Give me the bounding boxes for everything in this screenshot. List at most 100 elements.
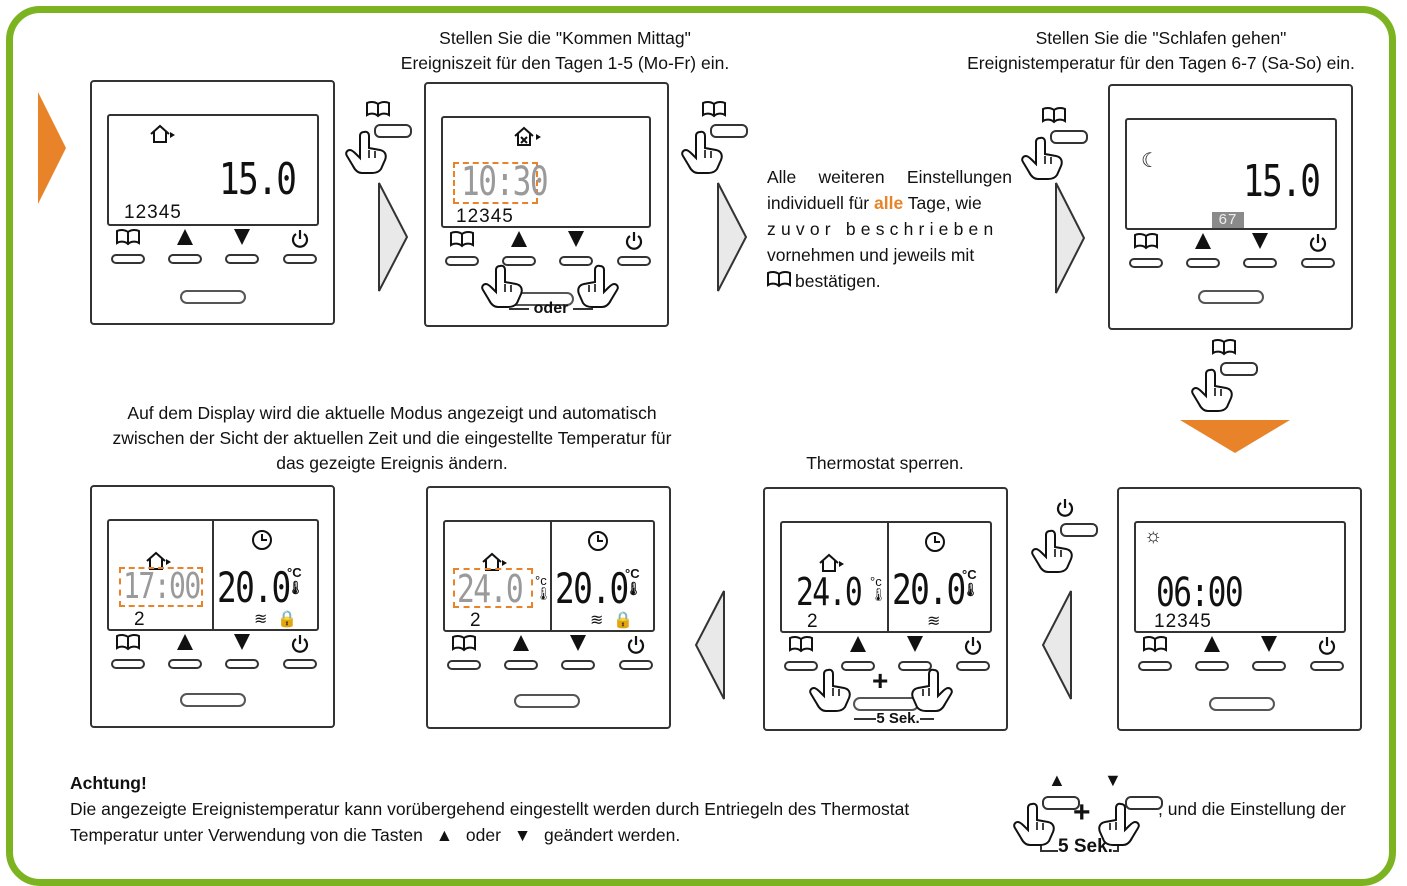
thermostat-1: 15.0 12345 xyxy=(90,80,335,325)
day-numbers: 2 xyxy=(134,609,146,630)
down-button[interactable] xyxy=(225,254,259,264)
note-line-2a: Temperatur unter Verwendung von die Tast… xyxy=(70,825,423,845)
start-arrow xyxy=(38,92,66,204)
book-icon xyxy=(449,634,479,656)
front-slot xyxy=(1198,290,1264,304)
note-line-1-end: , und die Einstellung der xyxy=(1158,799,1346,819)
home-arrive-icon xyxy=(818,553,844,578)
down-button[interactable] xyxy=(559,256,593,266)
caption-thermostat-sperren: Thermostat sperren. xyxy=(806,453,964,473)
clock-icon xyxy=(251,529,273,556)
menu-button[interactable] xyxy=(784,661,818,671)
lcd-4: ☼ 06:00 12345 xyxy=(1134,521,1346,633)
lock-icon: 🔒 xyxy=(277,611,297,628)
book-icon xyxy=(113,633,143,655)
arrow-right-2 xyxy=(717,182,748,292)
up-button[interactable] xyxy=(168,659,202,669)
power-button[interactable] xyxy=(1301,258,1335,268)
down-arrow-icon: ▼ xyxy=(513,825,532,845)
menu-button[interactable] xyxy=(1129,258,1163,268)
heat-icon: ≋ xyxy=(590,612,604,629)
thermostat-2: 10:30 12345 oder xyxy=(424,82,669,327)
power-button[interactable] xyxy=(283,659,317,669)
unit-icon: °C🌡 xyxy=(625,566,642,596)
lcd-3: ☾ 15.0 67 xyxy=(1125,118,1337,230)
up-button[interactable] xyxy=(841,661,875,671)
up-button[interactable] xyxy=(504,660,538,670)
day-numbers: 2 xyxy=(807,611,819,632)
down-arrow-icon xyxy=(561,230,591,252)
five-sec-label: 5 Sek. xyxy=(839,711,949,727)
menu-button[interactable] xyxy=(111,659,145,669)
up-arrow-icon xyxy=(506,634,536,656)
time-value: 06:00 xyxy=(1156,570,1244,616)
down-button[interactable] xyxy=(898,661,932,671)
power-icon xyxy=(1312,635,1342,657)
power-button[interactable] xyxy=(283,254,317,264)
menu-button[interactable] xyxy=(445,256,479,266)
arrow-right-1 xyxy=(378,182,409,292)
room-temperature: 20.0 xyxy=(217,563,291,612)
power-button[interactable] xyxy=(619,660,653,670)
power-button[interactable] xyxy=(617,256,651,266)
book-icon xyxy=(447,230,477,252)
book-icon xyxy=(1140,635,1170,657)
power-button[interactable] xyxy=(956,661,990,671)
hand-press-down-lock xyxy=(908,666,954,717)
temperature-value: 15.0 xyxy=(1243,156,1321,207)
power-button[interactable] xyxy=(1310,661,1344,671)
home-arrive-icon xyxy=(149,124,175,149)
heat-icon: ≋ xyxy=(927,613,941,630)
home-arrive-icon xyxy=(481,552,507,577)
set-temperature: 24.0 xyxy=(457,567,524,611)
thermostat-7: 17:00 20.0 °C🌡 2 ≋ 🔒 xyxy=(90,485,335,728)
front-slot xyxy=(180,290,246,304)
down-arrow-icon xyxy=(1254,635,1284,657)
up-arrow-icon xyxy=(1197,635,1227,657)
current-time: 17:00 xyxy=(123,566,201,607)
arrow-left-1 xyxy=(1041,590,1072,700)
day-numbers: 12345 xyxy=(124,202,182,223)
note-line-1: Die angezeigte Ereignistemperatur kann v… xyxy=(70,799,910,819)
up-arrow-icon: ▲ xyxy=(1048,770,1066,790)
up-button[interactable] xyxy=(502,256,536,266)
note: Achtung! Die angezeigte Ereignistemperat… xyxy=(70,770,909,848)
down-arrow-icon xyxy=(563,634,593,656)
day-numbers: 12345 xyxy=(1154,611,1212,632)
thermometer-icon: °c🌡 xyxy=(870,574,887,602)
caption-kommen-mittag: Stellen Sie die "Kommen Mittag"Ereignisz… xyxy=(400,28,730,73)
plus-sign: + xyxy=(872,665,889,696)
up-button[interactable] xyxy=(168,254,202,264)
menu-button[interactable] xyxy=(1138,661,1172,671)
selection-highlight xyxy=(453,162,538,204)
thermostat-6: 24.0 °c🌡 20.0 °C🌡 2 ≋ 🔒 xyxy=(426,486,671,729)
hand-press-up-lock xyxy=(808,666,854,717)
book-icon xyxy=(113,228,143,250)
heat-icon: ≋ xyxy=(254,611,268,628)
up-arrow-icon xyxy=(170,633,200,655)
day-numbers: 67 xyxy=(1212,212,1244,228)
note-title: Achtung! xyxy=(70,773,147,793)
clock-icon xyxy=(587,530,609,557)
sun-icon: ☼ xyxy=(1144,525,1163,547)
book-icon xyxy=(767,268,795,294)
up-arrow-icon xyxy=(170,228,200,250)
arrow-left-2 xyxy=(694,590,725,700)
up-button[interactable] xyxy=(1186,258,1220,268)
arrow-down-orange xyxy=(1180,420,1290,453)
home-arrive-icon xyxy=(145,551,171,576)
down-arrow-icon xyxy=(900,635,930,657)
down-button[interactable] xyxy=(561,660,595,670)
down-button[interactable] xyxy=(1243,258,1277,268)
lock-icon: 🔒 xyxy=(613,612,633,629)
menu-button[interactable] xyxy=(111,254,145,264)
power-icon xyxy=(285,633,315,655)
room-temperature: 20.0 xyxy=(892,565,966,614)
moon-icon: ☾ xyxy=(1141,150,1159,172)
caption-display: Auf dem Display wird die aktuelle Modus … xyxy=(112,403,672,473)
menu-button[interactable] xyxy=(447,660,481,670)
down-button[interactable] xyxy=(1252,661,1286,671)
up-button[interactable] xyxy=(1195,661,1229,671)
book-icon xyxy=(1131,232,1161,254)
down-button[interactable] xyxy=(225,659,259,669)
